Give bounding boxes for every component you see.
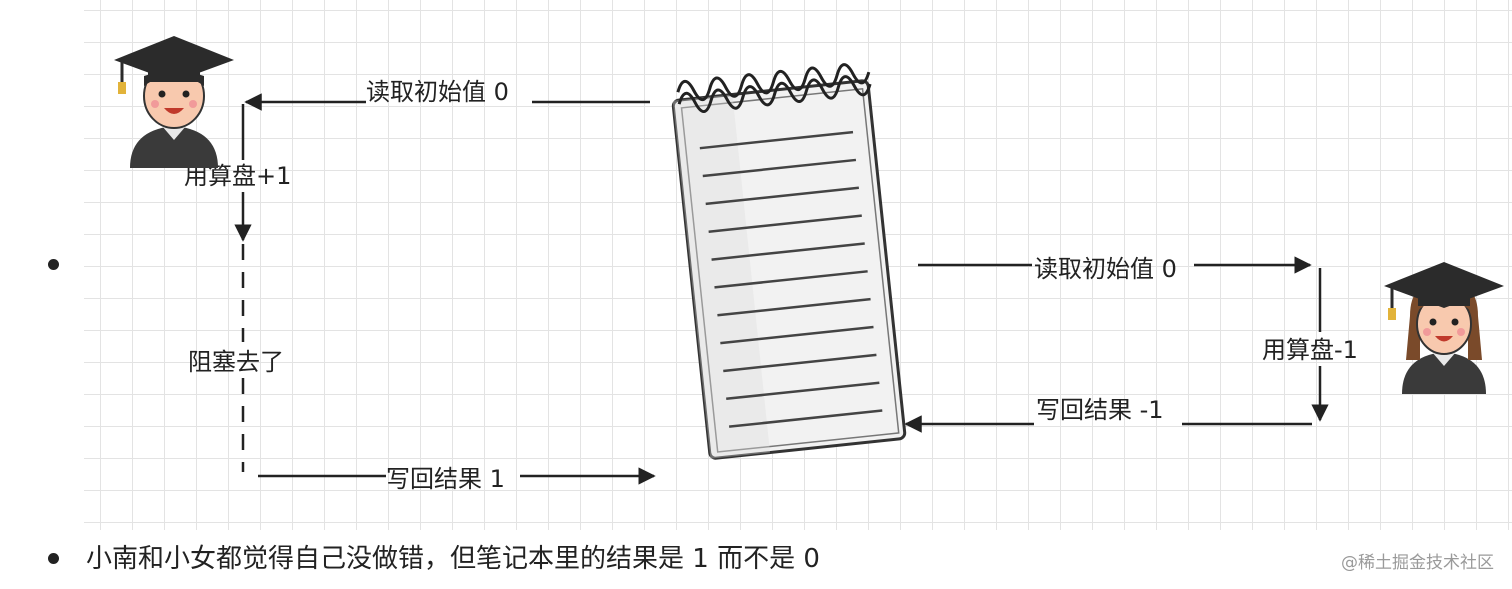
graduate-girl-icon	[1384, 262, 1504, 394]
label-left-write: 写回结果 1	[386, 465, 505, 493]
left-flow	[234, 93, 656, 485]
bullet-caption	[48, 553, 59, 564]
bullet-top	[48, 259, 59, 270]
graduate-boy-icon	[114, 36, 234, 168]
label-right-write: 写回结果 -1	[1036, 396, 1164, 424]
diagram-image: 读取初始值 0 用算盘+1 阻塞去了 写回结果 1 读取初始值 0 用算盘-1 …	[84, 0, 1512, 530]
flow-labels: 读取初始值 0 用算盘+1 阻塞去了 写回结果 1 读取初始值 0 用算盘-1 …	[184, 78, 1358, 493]
notebook-icon	[671, 63, 907, 460]
watermark: @稀土掘金技术社区	[1341, 553, 1494, 573]
label-left-read: 读取初始值 0	[366, 78, 509, 106]
label-right-read: 读取初始值 0	[1034, 255, 1177, 283]
caption-text: 小南和小女都觉得自己没做错，但笔记本里的结果是 1 而不是 0	[86, 544, 820, 574]
right-flow	[904, 256, 1329, 433]
label-left-blocked: 阻塞去了	[188, 348, 284, 376]
label-right-abacus: 用算盘-1	[1262, 336, 1358, 364]
